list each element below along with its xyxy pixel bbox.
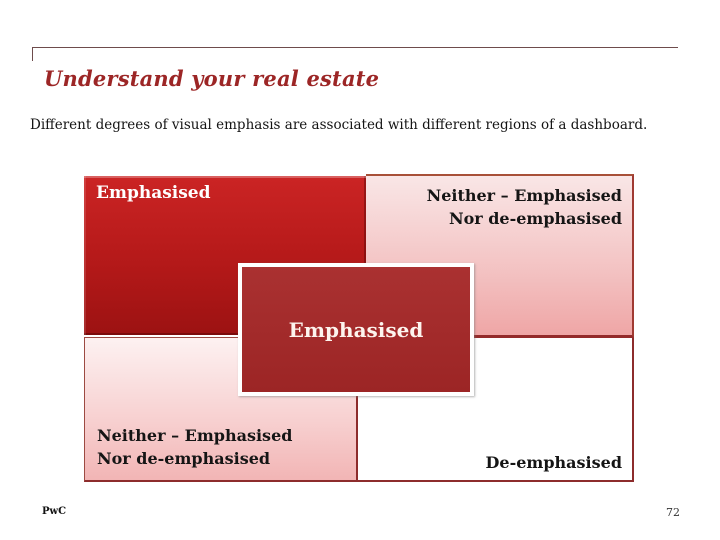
- quadrant-label: De-emphasised: [485, 453, 622, 472]
- center-box-label: Emphasised: [288, 317, 424, 342]
- slide-subtitle: Different degrees of visual emphasis are…: [30, 116, 648, 133]
- page-number: 72: [666, 506, 680, 519]
- quadrant-label-line1: Neither – Emphasised: [426, 186, 622, 205]
- quadrant-top-right-neutral: Neither – Emphasised Nor de-emphasised: [366, 174, 634, 338]
- quadrant-label-line2: Nor de-emphasised: [448, 209, 622, 229]
- quadrant-label-line1: Neither – Emphasised: [97, 425, 293, 445]
- pwc-logo: PwC: [42, 506, 67, 517]
- header-rule-corner-tick: [32, 47, 33, 61]
- header-rule-horizontal: [32, 47, 678, 48]
- center-overlay-emphasised: Emphasised: [238, 263, 474, 396]
- quadrant-label-line2: Nor de-emphasised: [97, 448, 271, 468]
- quadrant-label: Emphasised: [96, 183, 211, 203]
- page-title: Understand your real estate: [44, 66, 380, 92]
